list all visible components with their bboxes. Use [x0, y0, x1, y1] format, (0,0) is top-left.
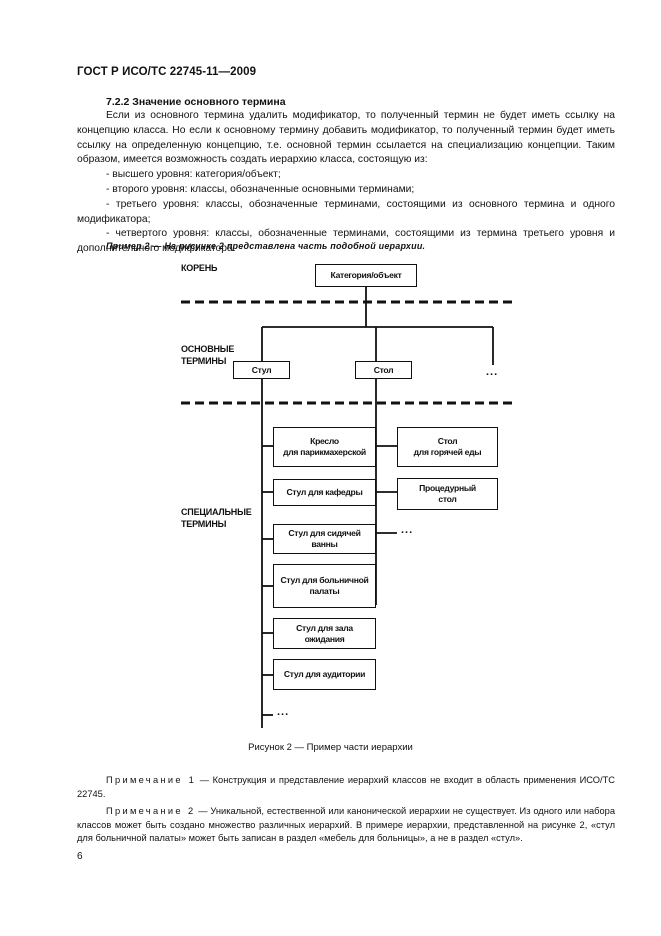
- note-label: Примечание 1: [106, 775, 197, 785]
- level-label-basic: ТЕРМИНЫ: [181, 356, 227, 366]
- hierarchy-diagram-lines: [181, 287, 516, 728]
- node-label: Стул для больничной: [280, 575, 369, 585]
- body-text: Если из основного термина удалить модифи…: [77, 109, 615, 257]
- section-title: 7.2.2 Значение основного термина: [106, 96, 286, 108]
- document-header: ГОСТ Р ИСО/ТС 22745-11—2009: [77, 66, 257, 78]
- node-label: Стул для кафедры: [286, 487, 363, 497]
- note: Примечание 2 — Уникальной, естественной …: [77, 805, 615, 846]
- special-node-table: Стол для горячей еды: [397, 427, 498, 467]
- level-label-basic: ОСНОВНЫЕ: [181, 344, 235, 354]
- section-paragraph: Если из основного термина удалить модифи…: [77, 110, 615, 166]
- node-label: стол: [438, 494, 457, 504]
- special-node-table: Процедурный стол: [397, 478, 498, 510]
- note-label: Примечание 2: [106, 806, 196, 816]
- special-node-chair: Кресло для парикмахерской: [273, 427, 376, 467]
- note-text: — Конструкция и представление иерархий к…: [77, 775, 615, 799]
- basic-node-chair: Стул: [233, 361, 290, 379]
- special-node-chair: Стул для сидячей ванны: [273, 524, 376, 554]
- list-item: - второго уровня: классы, обозначенные о…: [106, 183, 415, 195]
- more-chair-terms: ...: [277, 706, 290, 718]
- node-label: палаты: [309, 586, 340, 596]
- list-item: - четвертого уровня: классы, обозначенны…: [77, 228, 615, 255]
- node-label: Процедурный: [419, 483, 476, 493]
- root-node: Категория/объект: [315, 264, 417, 287]
- node-label: Кресло: [310, 436, 339, 446]
- list-item: - высшего уровня: категория/объект;: [106, 169, 281, 181]
- node-label: ванны: [311, 539, 338, 549]
- special-node-chair: Стул для кафедры: [273, 479, 376, 506]
- node-label: для парикмахерской: [283, 447, 366, 457]
- node-label: Стул для сидячей: [288, 528, 361, 538]
- basic-node-table: Стол: [355, 361, 412, 379]
- note: Примечание 1 — Конструкция и представлен…: [77, 774, 615, 801]
- level-label-root: КОРЕНЬ: [181, 263, 218, 273]
- node-label: для горячей еды: [413, 447, 482, 457]
- list-item: - третьего уровня: классы, обозначенные …: [77, 198, 615, 225]
- special-node-chair: Стул для зала ожидания: [273, 618, 376, 649]
- example-text: Пример 2 — На рисунке 2 представлена час…: [106, 241, 426, 251]
- node-label: Стул для аудитории: [283, 669, 366, 679]
- more-basic-terms: ...: [486, 366, 499, 378]
- more-table-terms: ...: [401, 524, 414, 536]
- node-label: ожидания: [304, 633, 345, 644]
- special-node-chair: Стул для аудитории: [273, 659, 376, 690]
- node-label: Стул для зала: [296, 622, 353, 633]
- note-text: — Уникальной, естественной или каноничес…: [77, 806, 615, 843]
- node-label: Стол: [437, 436, 458, 446]
- special-node-chair: Стул для больничной палаты: [273, 564, 376, 608]
- page-number: 6: [77, 851, 83, 862]
- figure-caption: Рисунок 2 — Пример части иерархии: [248, 742, 413, 753]
- level-label-special: СПЕЦИАЛЬНЫЕ: [181, 507, 252, 517]
- level-label-special: ТЕРМИНЫ: [181, 519, 227, 529]
